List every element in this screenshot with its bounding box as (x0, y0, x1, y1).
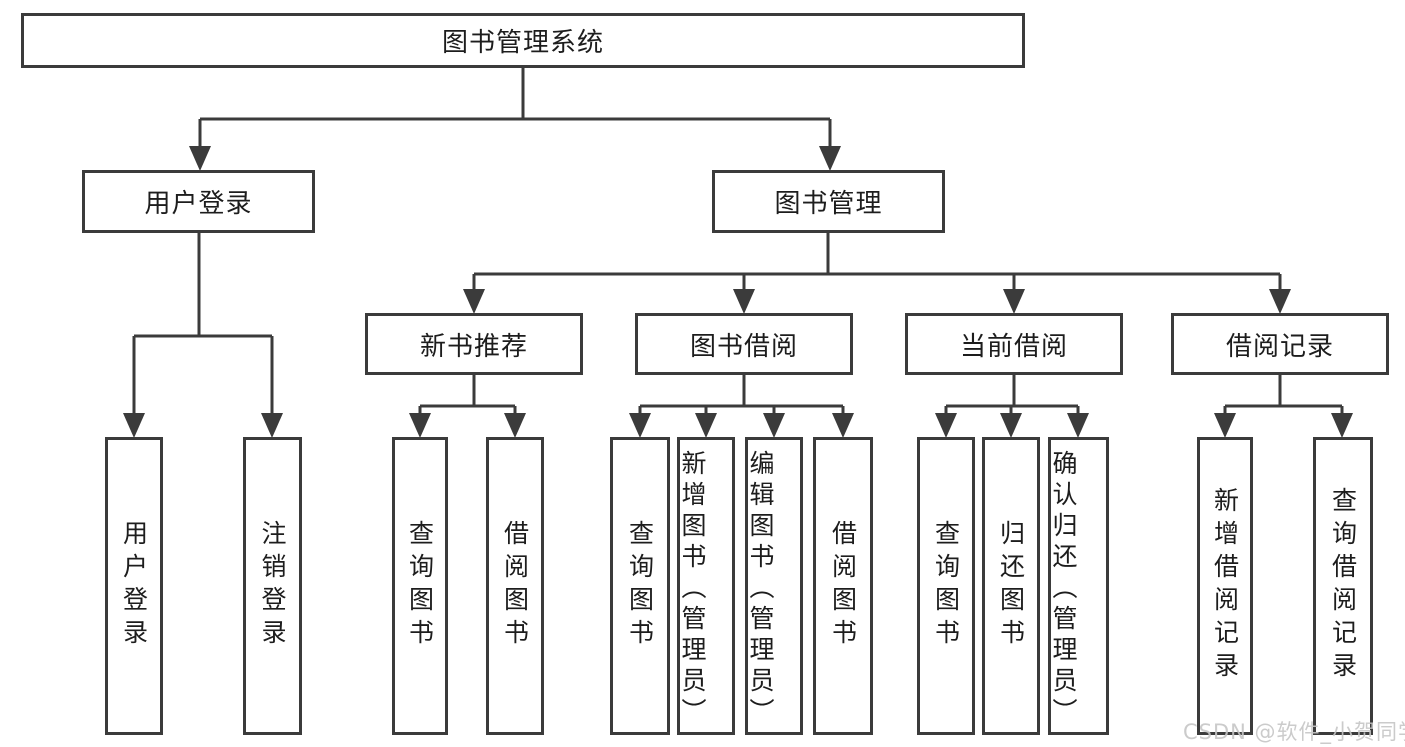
leaf-current-confirm-return-admin: 确认归还（管理员） (1048, 437, 1109, 735)
arrowhead-icon (935, 413, 957, 438)
leaf-records-query-record: 查询借阅记录 (1313, 437, 1373, 735)
arrowhead-icon (1269, 289, 1291, 314)
arrowhead-icon (1331, 413, 1353, 438)
arrowhead-icon (695, 413, 717, 438)
arrowhead-icon (819, 146, 841, 171)
leaf-borrow-query-books: 查询图书 (610, 437, 670, 735)
node-user-login: 用户登录 (82, 170, 315, 233)
arrowhead-icon (504, 413, 526, 438)
arrowhead-icon (763, 413, 785, 438)
leaf-borrow-borrow-books: 借阅图书 (813, 437, 873, 735)
arrowhead-icon (832, 413, 854, 438)
arrowhead-icon (1214, 413, 1236, 438)
node-borrow-records: 借阅记录 (1171, 313, 1389, 375)
leaf-borrow-edit-books-admin: 编辑图书（管理员） (745, 437, 803, 735)
arrowhead-icon (261, 413, 283, 438)
leaf-logout: 注销登录 (243, 437, 302, 735)
leaf-current-query-books: 查询图书 (917, 437, 975, 735)
watermark: CSDN @软件_小贺同学 (1183, 720, 1405, 744)
arrowhead-icon (1000, 413, 1022, 438)
leaf-records-add-record: 新增借阅记录 (1197, 437, 1253, 735)
node-new-book-recommend: 新书推荐 (365, 313, 583, 375)
leaf-recommend-query-books: 查询图书 (392, 437, 448, 735)
leaf-current-return-books: 归还图书 (982, 437, 1040, 735)
arrowhead-icon (1067, 413, 1089, 438)
arrowhead-icon (1003, 289, 1025, 314)
node-current-borrow: 当前借阅 (905, 313, 1123, 375)
node-book-management: 图书管理 (712, 170, 945, 233)
leaf-user-login: 用户登录 (105, 437, 163, 735)
arrowhead-icon (189, 146, 211, 171)
node-book-borrow: 图书借阅 (635, 313, 853, 375)
arrowhead-icon (733, 289, 755, 314)
arrowhead-icon (409, 413, 431, 438)
arrowhead-icon (463, 289, 485, 314)
node-library-management-system: 图书管理系统 (21, 13, 1025, 68)
leaf-recommend-borrow-books: 借阅图书 (486, 437, 544, 735)
arrowhead-icon (629, 413, 651, 438)
arrowhead-icon (123, 413, 145, 438)
leaf-borrow-add-books-admin: 新增图书（管理员） (677, 437, 735, 735)
